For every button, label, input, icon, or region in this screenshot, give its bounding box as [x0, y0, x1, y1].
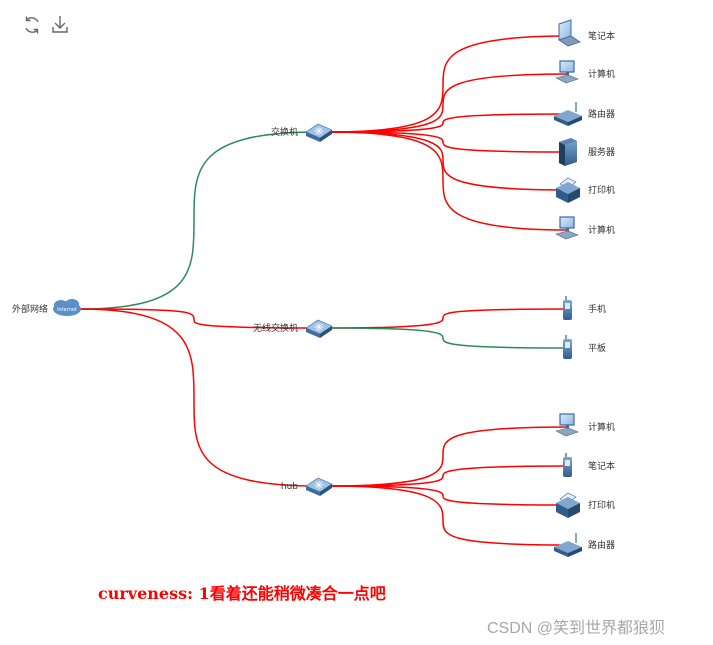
- link-root-switch: [79, 131, 319, 310]
- refresh-button[interactable]: [25, 16, 39, 34]
- node-label-switch-child-4: 打印机: [588, 184, 615, 196]
- phone-icon: [563, 335, 572, 359]
- printer-icon: [556, 177, 580, 203]
- node-label-switch: 交换机: [271, 126, 298, 138]
- node-label-root: 外部网络: [12, 303, 48, 315]
- watermark: CSDN @笑到世界都狼狈: [487, 620, 666, 637]
- link-wireless-tablet: [329, 327, 569, 349]
- node-label-switch-child-2: 路由器: [588, 108, 615, 120]
- links: [79, 35, 569, 546]
- link-switch-printer: [329, 131, 569, 191]
- node-label-hub: hub: [281, 482, 298, 492]
- node-router[interactable]: 路由器: [554, 102, 615, 126]
- node-label-switch-child-1: 计算机: [588, 68, 615, 80]
- node-label-hub-child-0: 计算机: [588, 421, 615, 433]
- phone-icon: [563, 296, 572, 320]
- node-wireless[interactable]: 无线交换机: [253, 319, 333, 338]
- node-label-switch-child-0: 笔记本: [588, 30, 615, 42]
- download-button[interactable]: [52, 16, 68, 33]
- node-hub-laptop[interactable]: 笔记本: [563, 453, 615, 477]
- cloud-badge: Internet: [57, 307, 77, 313]
- node-hub-computer[interactable]: 计算机: [555, 413, 615, 437]
- node-label-wireless-child-0: 手机: [588, 303, 606, 315]
- node-label-switch-child-3: 服务器: [588, 146, 615, 158]
- printer-icon: [556, 492, 580, 518]
- laptop-icon: [558, 19, 581, 47]
- computer-icon: [555, 413, 579, 437]
- node-computer[interactable]: 计算机: [555, 60, 615, 84]
- link-switch-router: [329, 113, 569, 133]
- server-icon: [559, 138, 577, 166]
- node-printer[interactable]: 打印机: [556, 177, 615, 203]
- link-switch-laptop: [329, 35, 569, 133]
- node-hub-router[interactable]: 路由器: [554, 533, 615, 557]
- node-hub[interactable]: hub: [281, 477, 333, 496]
- link-switch-server: [329, 131, 569, 153]
- node-label-wireless: 无线交换机: [253, 322, 298, 334]
- computer-icon: [555, 60, 579, 84]
- node-tablet[interactable]: 平板: [563, 335, 606, 359]
- switch-icon: [305, 319, 333, 338]
- link-hub-printer: [329, 485, 569, 506]
- phone-icon: [563, 453, 572, 477]
- link-hub-laptop: [329, 465, 569, 487]
- node-phone[interactable]: 手机: [563, 296, 606, 320]
- node-computer-2[interactable]: 计算机: [555, 216, 615, 240]
- node-label-wireless-child-1: 平板: [588, 342, 606, 354]
- computer-icon: [555, 216, 579, 240]
- node-label-hub-child-1: 笔记本: [588, 460, 615, 472]
- link-switch-computer-2: [329, 131, 569, 231]
- link-switch-computer: [329, 73, 569, 133]
- node-label-hub-child-2: 打印机: [588, 499, 615, 511]
- link-hub-computer: [329, 426, 569, 487]
- link-root-hub: [79, 308, 319, 487]
- switch-icon: [305, 123, 333, 142]
- refresh-icon: [25, 16, 39, 34]
- caption: curveness: 1看着还能稍微凑合一点吧: [98, 584, 386, 603]
- node-laptop[interactable]: 笔记本: [558, 19, 615, 47]
- link-root-wireless: [79, 308, 319, 329]
- download-icon: [52, 16, 68, 33]
- node-root[interactable]: Internet 外部网络: [12, 299, 81, 316]
- node-server[interactable]: 服务器: [559, 138, 615, 166]
- link-wireless-phone: [329, 308, 569, 329]
- node-label-switch-child-5: 计算机: [588, 224, 615, 236]
- node-hub-printer[interactable]: 打印机: [556, 492, 615, 518]
- cloud-icon: Internet: [53, 299, 81, 316]
- node-label-hub-child-3: 路由器: [588, 539, 615, 551]
- node-switch[interactable]: 交换机: [271, 123, 333, 142]
- switch-icon: [305, 477, 333, 496]
- router-icon: [554, 102, 582, 126]
- link-hub-router: [329, 485, 569, 546]
- router-icon: [554, 533, 582, 557]
